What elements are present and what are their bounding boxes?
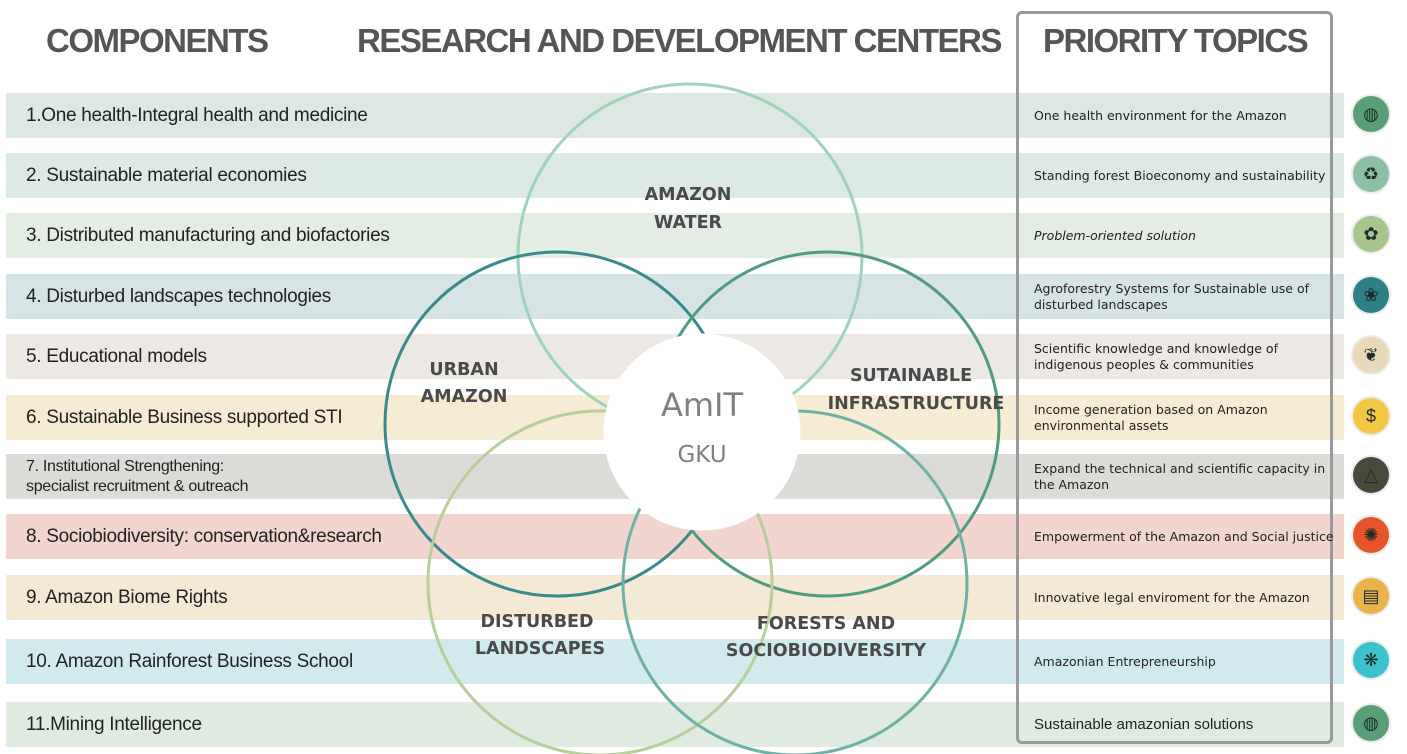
- component-label: 8. Sociobiodiversity: conservation&resea…: [26, 525, 382, 547]
- component-row: 9. Amazon Biome Rights: [6, 575, 1344, 620]
- row-band: [6, 274, 1344, 319]
- components-header: COMPONENTS: [46, 22, 269, 59]
- centers-header: RESEARCH AND DEVELOPMENT CENTERS: [357, 22, 1002, 59]
- label-infrastructure-2: INFRASTRUCTURE: [828, 394, 1005, 414]
- priority-topic: Agroforestry Systems for Sustainable use…: [1034, 280, 1309, 312]
- globe-health-icon: ◍: [1353, 96, 1389, 132]
- component-label: 10. Amazon Rainforest Business School: [26, 650, 353, 672]
- component-row: 2. Sustainable material economies: [6, 153, 1344, 198]
- globe-health-icon: ◍: [1353, 705, 1389, 741]
- priority-topic: Income generation based on Amazon enviro…: [1034, 401, 1268, 433]
- priority-topic: Expand the technical and scientific capa…: [1034, 460, 1326, 492]
- recycle-bottle-icon: ♻: [1353, 156, 1389, 192]
- triangle-arrows-icon: △: [1353, 457, 1389, 493]
- row-band: [6, 153, 1344, 198]
- component-row: 4. Disturbed landscapes technologies: [6, 274, 1344, 319]
- component-label: 4. Disturbed landscapes technologies: [26, 285, 332, 307]
- component-row: 10. Amazon Rainforest Business School: [6, 639, 1344, 684]
- priority-topic: Amazonian Entrepreneurship: [1034, 653, 1216, 669]
- row-band: [6, 213, 1344, 258]
- label-amazon-water-2: WATER: [654, 213, 723, 233]
- component-label: 9. Amazon Biome Rights: [26, 586, 228, 608]
- lightbulb-icon: ✺: [1353, 517, 1389, 553]
- component-row: 11.Mining Intelligence: [6, 702, 1344, 747]
- component-row: 1.One health-Integral health and medicin…: [6, 93, 1344, 138]
- label-urban-amazon-2: AMAZON: [421, 387, 508, 407]
- component-label: 2. Sustainable material economies: [26, 164, 307, 186]
- label-infrastructure-1: SUTAINABLE: [850, 366, 972, 386]
- priority-topics-header: PRIORITY TOPICS: [1043, 22, 1309, 59]
- component-label: 11.Mining Intelligence: [26, 713, 202, 735]
- component-row: 3. Distributed manufacturing and biofact…: [6, 213, 1344, 258]
- label-amazon-water-1: AMAZON: [645, 185, 732, 205]
- label-forests-2: SOCIOBIODIVERSITY: [726, 641, 927, 661]
- component-label: 7. Institutional Strengthening: speciali…: [26, 457, 249, 495]
- label-disturbed-1: DISTURBED: [480, 612, 593, 632]
- center-title: AmIT: [661, 386, 744, 424]
- label-forests-1: FORESTS AND: [757, 614, 895, 634]
- label-urban-amazon-1: URBAN: [429, 360, 498, 380]
- head-leaf-icon: ❦: [1353, 337, 1389, 373]
- circle-disturbed-landscapes: [426, 409, 774, 754]
- component-label: 3. Distributed manufacturing and biofact…: [26, 224, 390, 246]
- component-label: 6. Sustainable Business supported STI: [26, 406, 343, 428]
- plant-gear-icon: ❀: [1353, 277, 1389, 313]
- priority-topic: Standing forest Bioeconomy and sustainab…: [1034, 167, 1326, 183]
- center-hub: [603, 333, 801, 531]
- priority-topic: One health environment for the Amazon: [1034, 107, 1287, 123]
- component-label: 5. Educational models: [26, 345, 207, 367]
- plant-coin-icon: ❋: [1353, 642, 1389, 678]
- priority-topic: Problem-oriented solution: [1034, 227, 1196, 243]
- priority-topic: Innovative legal enviroment for the Amaz…: [1034, 589, 1310, 605]
- row-band: [6, 639, 1344, 684]
- priority-topic: Empowerment of the Amazon and Social jus…: [1034, 528, 1334, 544]
- center-subtitle: GKU: [677, 442, 726, 468]
- component-label: 1.One health-Integral health and medicin…: [26, 104, 368, 126]
- row-band: [6, 702, 1344, 747]
- money-brain-icon: $: [1353, 398, 1389, 434]
- row-band: [6, 575, 1344, 620]
- priority-topic: Scientific knowledge and knowledge of in…: [1034, 340, 1278, 372]
- row-band: [6, 93, 1344, 138]
- label-disturbed-2: LANDSCAPES: [475, 639, 605, 659]
- document-law-icon: ▤: [1353, 578, 1389, 614]
- priority-topics-frame: [1016, 11, 1333, 744]
- priority-topic: Sustainable amazonian solutions: [1034, 715, 1254, 733]
- hands-plant-icon: ✿: [1353, 216, 1389, 252]
